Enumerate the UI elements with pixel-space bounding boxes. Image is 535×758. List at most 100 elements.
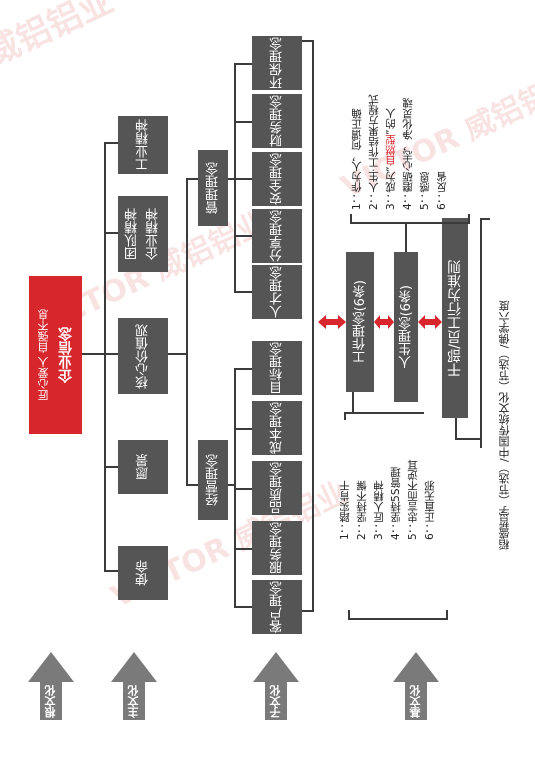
life-concept-label: 人生理念(6条) (398, 285, 414, 369)
connector (228, 484, 236, 486)
safety-concept-label: 安全理念 (269, 153, 285, 205)
work-item: 5：忠言而不逆耳 (407, 459, 419, 540)
work-item: 2：坚持不懈 (356, 480, 368, 540)
cadre-code-box: 干部/员工行为准则 (442, 218, 468, 418)
talent-concept-box: 人才理念 (252, 265, 302, 319)
connector (104, 466, 118, 468)
main-culture-arrow: 主文化 (111, 652, 157, 720)
sub-culture-label: 子文化 (269, 684, 282, 718)
safety-concept-box: 安全理念 (252, 152, 302, 206)
connector (82, 353, 106, 355)
connector (234, 235, 252, 237)
management-concept-label: 管理理念 (205, 162, 221, 214)
connector (168, 353, 188, 355)
cadre-code-label: 干部/员工行为准则 (447, 259, 463, 377)
connector (480, 218, 482, 448)
connector (350, 214, 352, 224)
connector (344, 412, 346, 420)
vision-box: 愿景 (118, 440, 168, 494)
work-item: 3：匠人精神 (373, 480, 385, 540)
industrial-spirit-label: 工业精神 (135, 119, 151, 171)
connector (234, 488, 252, 490)
double-arrow-icon (374, 315, 394, 329)
connector (234, 121, 252, 123)
root-culture-arrow: 根文化 (28, 652, 74, 720)
quality-concept-box: 品质理念 (252, 461, 302, 515)
life-item: 1：作为人，何谓正确 (351, 108, 363, 210)
work-concept-box: 工作理念(6条) (346, 252, 374, 392)
sharing-concept-label: 分享理念 (269, 210, 285, 262)
team-spirit-label: 团队精神 (125, 208, 140, 260)
connector (468, 214, 470, 224)
core-belief-box: 企业信念 匠心爱人 自强不息 (29, 276, 82, 434)
cadre-source-text: 稻盛哲学（节选）/中国传统文化（节选）/佛学六度 (498, 300, 511, 550)
enterprise-team-spirit-box: 企业精神 团队精神 (118, 196, 168, 272)
finance-concept-box: 财务理念 (252, 94, 302, 148)
connector (446, 610, 448, 620)
sharing-concept-box: 分享理念 (252, 209, 302, 263)
connector (186, 484, 198, 486)
work-concept-label: 工作理念(6条) (352, 280, 368, 364)
cost-concept-box: 成本理念 (252, 401, 302, 455)
connector (234, 606, 252, 608)
customer-concept-label: 客户理念 (269, 581, 285, 633)
connector (302, 40, 314, 42)
finance-concept-label: 财务理念 (269, 95, 285, 147)
connector (455, 438, 482, 440)
connector (234, 428, 252, 430)
connector (350, 222, 470, 224)
sub-culture-arrow: 子文化 (253, 652, 299, 720)
life-item: 5：感恩 (419, 171, 431, 210)
core-belief-title: 企业信念 (57, 327, 74, 383)
life-concept-box: 人生理念(6条) (394, 252, 418, 402)
connector (104, 142, 106, 572)
management-concept-box: 管理理念 (198, 150, 228, 226)
work-item: 6：正直无邪 (424, 480, 436, 540)
root-culture-label: 根文化 (44, 684, 57, 718)
connector (104, 353, 118, 355)
up-arrow-icon (393, 652, 439, 720)
life-items-list: 1：作为人，何谓正确 2：人生·工作结果方程式 3：成为“自燃型”的人 4：磨砺… (350, 40, 452, 210)
mission-box: 使命 (118, 546, 168, 600)
connector (348, 610, 350, 620)
watermark: 威铝铝业 (0, 0, 120, 75)
vision-label: 愿景 (135, 454, 151, 480)
connector (234, 178, 252, 180)
connector (186, 178, 188, 484)
environment-concept-box: 环保理念 (252, 36, 302, 90)
core-belief-subtitle: 匠心爱人 自强不息 (36, 309, 50, 401)
core-values-box: 核心价值观 (118, 318, 168, 394)
quality-concept-label: 品质理念 (269, 462, 285, 514)
connector (104, 570, 118, 572)
talent-concept-label: 人才理念 (269, 266, 285, 318)
connector (104, 142, 118, 144)
life-item: 2：人生·工作结果方程式 (368, 94, 380, 210)
work-item: 1：踏实肯干 (339, 480, 351, 540)
connector (352, 392, 354, 412)
work-item: 4：坚持5S管理 (390, 467, 402, 540)
mission-label: 使命 (135, 560, 151, 586)
double-arrow-icon (418, 315, 442, 329)
enterprise-spirit-label: 企业精神 (146, 208, 161, 260)
cost-concept-label: 成本理念 (269, 402, 285, 454)
core-values-label: 核心价值观 (135, 323, 151, 389)
life-item: 6：反省 (436, 171, 448, 210)
goal-concept-label: 目标理念 (269, 342, 285, 394)
business-concept-box: 经营理念 (198, 440, 228, 520)
double-arrow-icon (318, 315, 346, 329)
connector (312, 40, 314, 612)
connector (344, 412, 424, 414)
connector (455, 418, 457, 438)
life-item: 3：成为“自燃型”的人 (385, 108, 397, 210)
up-arrow-icon (253, 652, 299, 720)
base-culture-label: 基文化 (409, 684, 422, 718)
goal-concept-box: 目标理念 (252, 341, 302, 395)
highlight-term: 自燃型 (385, 134, 397, 167)
connector (234, 291, 252, 293)
connector (234, 548, 252, 550)
work-items-list: 1：踏实肯干 2：坚持不懈 3：匠人精神 4：坚持5S管理 5：忠言而不逆耳 6… (338, 420, 440, 540)
main-culture-label: 主文化 (127, 684, 140, 718)
connector (186, 178, 198, 180)
customer-concept-box: 客户理念 (252, 580, 302, 634)
connector (480, 218, 490, 220)
